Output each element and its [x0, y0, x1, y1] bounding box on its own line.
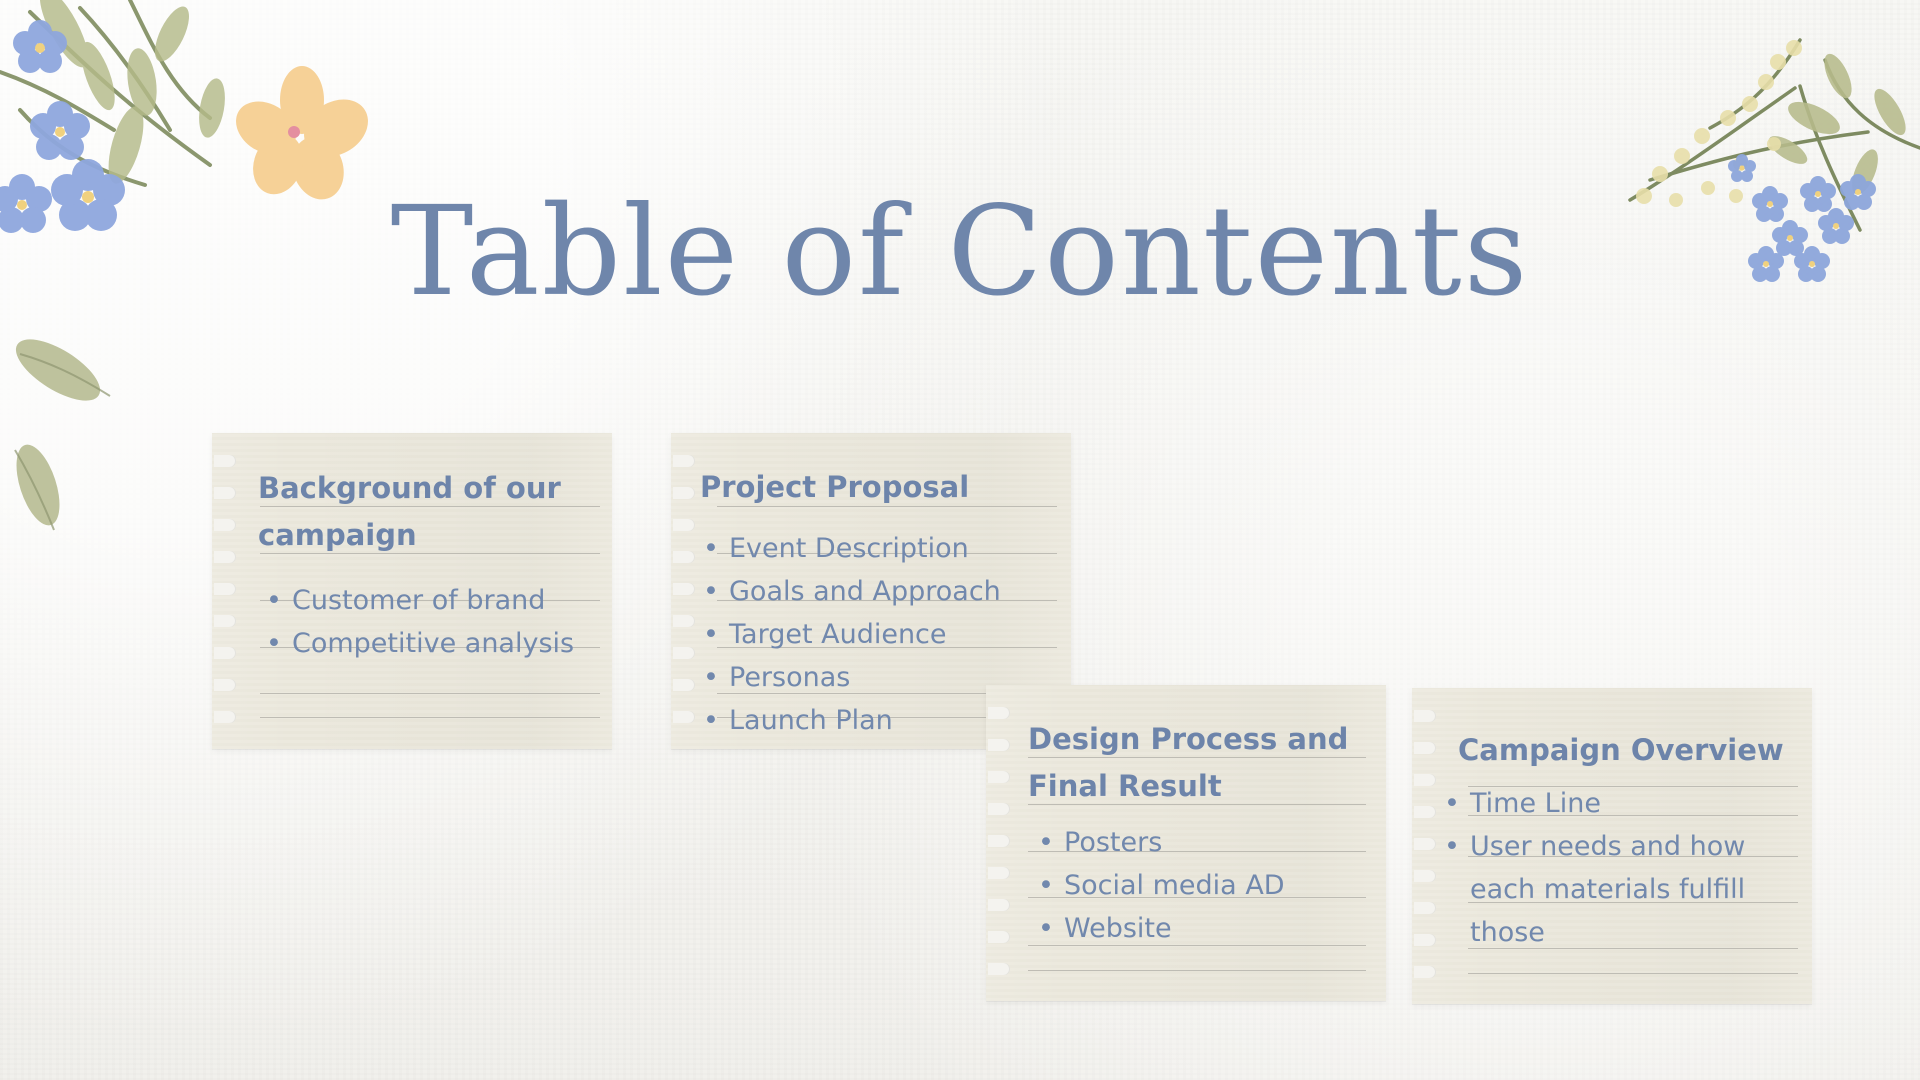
list-item: Personas — [703, 656, 1001, 699]
section-items: Customer of brand Competitive analysis — [266, 579, 574, 665]
top-right-flowers — [1628, 38, 1920, 282]
list-item: Customer of brand — [266, 579, 574, 622]
section-items: Time Line User needs and how each materi… — [1444, 782, 1774, 954]
top-left-flowers — [0, 0, 368, 233]
section-items: Event Description Goals and Approach Tar… — [703, 527, 1001, 742]
list-item: User needs and how each materials fulfil… — [1444, 825, 1774, 954]
toc-card-design-process: Design Process and Final Result Posters … — [986, 685, 1386, 1001]
page-title: Table of Contents — [390, 180, 1530, 324]
list-item: Time Line — [1444, 782, 1774, 825]
list-item: Goals and Approach — [703, 570, 1001, 613]
list-item: Launch Plan — [703, 699, 1001, 742]
section-heading-line-2: Final Result — [1028, 769, 1222, 803]
notebook-holes — [986, 707, 1018, 977]
section-heading: Campaign Overview — [1458, 733, 1784, 767]
section-heading-line-2: campaign — [258, 518, 417, 552]
list-item: Event Description — [703, 527, 1001, 570]
notebook-holes — [1412, 710, 1444, 980]
section-heading-line-1: Background of our — [258, 471, 561, 505]
list-item: Competitive analysis — [266, 622, 574, 665]
list-item: Target Audience — [703, 613, 1001, 656]
section-heading: Project Proposal — [700, 470, 970, 504]
section-heading-line-1: Design Process and — [1028, 722, 1349, 756]
list-item: Social media AD — [1038, 864, 1285, 907]
notebook-holes — [671, 455, 703, 725]
toc-card-background: Background of our campaign Customer of b… — [212, 433, 612, 749]
toc-card-campaign-overview: Campaign Overview Time Line User needs a… — [1412, 688, 1812, 1004]
notebook-holes — [212, 455, 244, 725]
list-item: Posters — [1038, 821, 1285, 864]
list-item: Website — [1038, 907, 1285, 950]
left-leaves — [14, 339, 111, 531]
section-items: Posters Social media AD Website — [1038, 821, 1285, 950]
